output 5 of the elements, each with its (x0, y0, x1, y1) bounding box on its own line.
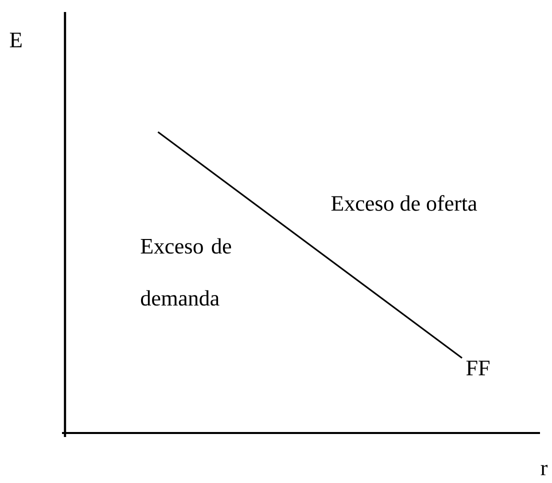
curve-label: FF (466, 360, 490, 376)
axis-label: r (540, 464, 548, 476)
region-label: Exceso de oferta (331, 195, 478, 211)
region-label: Exceso de demanda (140, 238, 232, 306)
axis-label: E (10, 32, 22, 48)
